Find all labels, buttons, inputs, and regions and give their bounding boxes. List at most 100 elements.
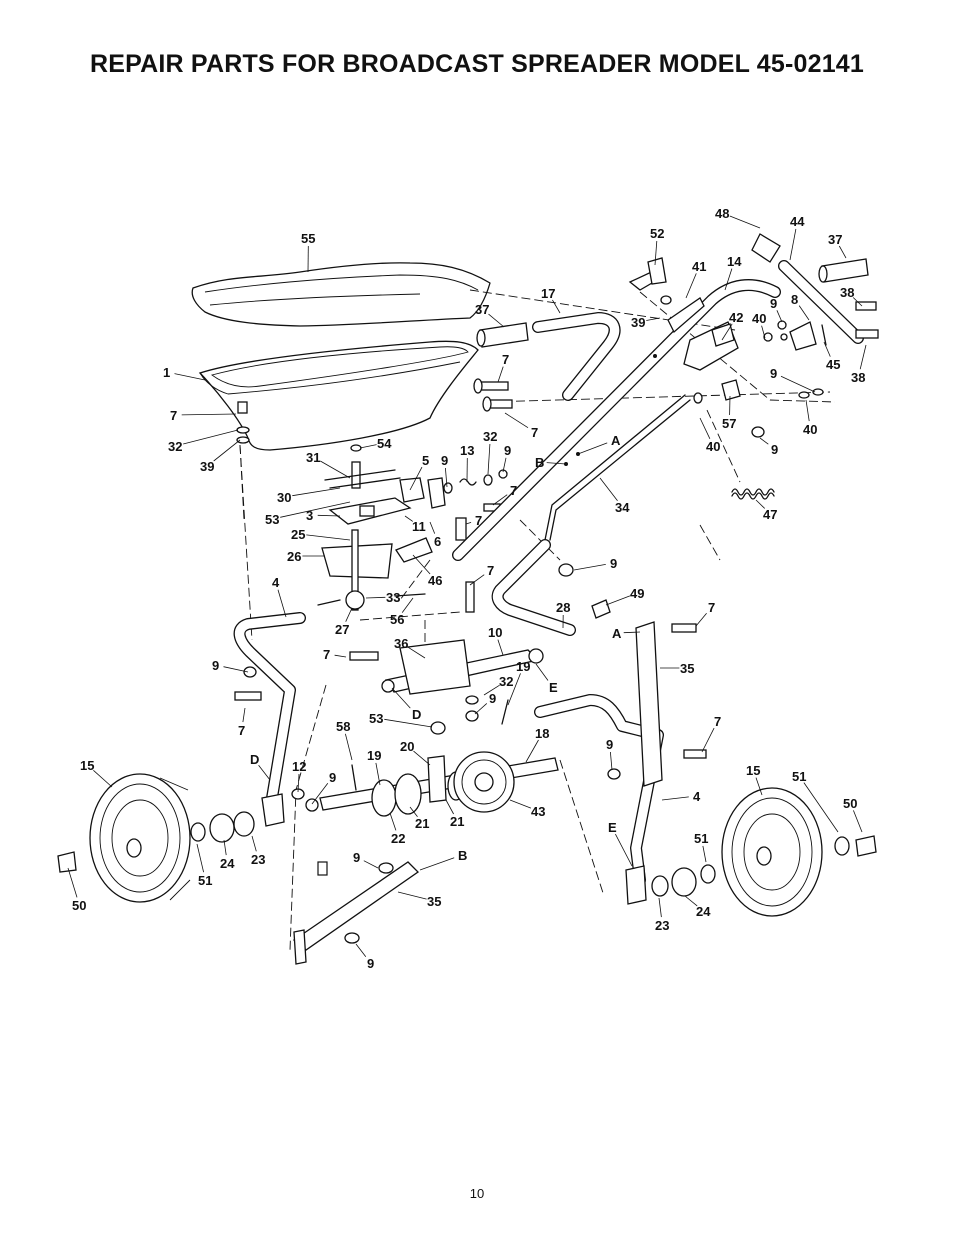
callout-37: 37 [475, 302, 505, 328]
callout-leader [465, 522, 472, 525]
callout-7: 7 [701, 714, 721, 753]
callout-label: 9 [489, 691, 496, 706]
callout-label: 3 [306, 508, 313, 523]
callout-label: 10 [488, 625, 502, 640]
callout-label: 9 [353, 850, 360, 865]
callout-6: 6 [429, 521, 441, 549]
callout-label: 13 [460, 443, 474, 458]
callout-40: 40 [699, 417, 720, 454]
callout-leader [389, 812, 397, 831]
callout-label: A [612, 626, 622, 641]
callout-label: 9 [771, 442, 778, 457]
callout-leader [776, 310, 783, 323]
callout-leader [853, 810, 863, 833]
callout-15: 15 [80, 758, 113, 788]
callout-label: 9 [770, 296, 777, 311]
callout-38: 38 [840, 285, 863, 307]
callout-leader [67, 867, 78, 898]
callout-label: 28 [556, 600, 570, 615]
callout-10: 10 [488, 625, 504, 656]
page-title: REPAIR PARTS FOR BROADCAST SPREADER MODE… [89, 50, 865, 78]
callout-label: 46 [428, 573, 442, 588]
handle-grips [476, 233, 869, 348]
callout-label: 4 [272, 575, 280, 590]
callout-leader [196, 843, 204, 873]
right-wheel [651, 787, 877, 917]
callout-leader [375, 762, 381, 786]
callout-17: 17 [541, 286, 561, 314]
callout-label: 24 [220, 856, 235, 871]
callout-label: 24 [696, 904, 711, 919]
callout-leader [623, 631, 641, 634]
box-glyph [317, 861, 328, 876]
callout-leader [577, 442, 608, 455]
callout-leader [695, 612, 707, 627]
callout-label: 7 [531, 425, 538, 440]
callout-leader [552, 299, 561, 314]
callout-leader [412, 554, 431, 575]
callout-leader [721, 323, 733, 341]
callout-leader [445, 799, 454, 815]
callout-leader [413, 750, 431, 766]
callout-label: 50 [72, 898, 86, 913]
callout-label: 41 [692, 259, 706, 274]
callout-label: 26 [287, 549, 301, 564]
callout-label: 7 [708, 600, 715, 615]
callout-label: 9 [212, 658, 219, 673]
axle-bracket [381, 639, 544, 735]
callout-24: 24 [220, 839, 235, 871]
callout-leader [702, 845, 707, 863]
callout-label: 39 [200, 459, 214, 474]
callout-B: B [535, 455, 567, 470]
callout-13: 13 [460, 443, 474, 483]
callout-label: 7 [238, 723, 245, 738]
callout-5: 5 [409, 453, 429, 491]
callout-label: 7 [170, 408, 177, 423]
callout-19: 19 [507, 659, 530, 706]
callout-32: 32 [483, 429, 497, 475]
callout-label: 32 [499, 674, 513, 689]
callout-label: 7 [487, 563, 494, 578]
callout-leader [355, 943, 367, 957]
callout-label: 38 [840, 285, 854, 300]
callout-leader [292, 487, 341, 497]
callout-9: 9 [502, 443, 511, 473]
callout-leader [407, 646, 426, 659]
callout-label: 11 [412, 519, 426, 534]
callout-label: 32 [168, 439, 182, 454]
callout-38: 38 [851, 344, 867, 385]
callout-label: 19 [516, 659, 530, 674]
callout-leader [93, 770, 113, 788]
callout-leader [610, 751, 613, 771]
callout-15: 15 [746, 763, 763, 796]
callout-label: 7 [510, 483, 517, 498]
callout-35: 35 [660, 661, 694, 676]
callout-label: 54 [377, 436, 392, 451]
callout-label: 20 [400, 739, 414, 754]
lower-strut [292, 861, 420, 965]
callout-label: 9 [610, 556, 617, 571]
callout-label: 56 [390, 612, 404, 627]
callout-54: 54 [359, 436, 392, 451]
callout-label: 1 [163, 365, 170, 380]
callout-leader [761, 325, 766, 339]
callout-leader [838, 245, 847, 259]
callout-leader [701, 727, 715, 753]
callout-leader [297, 773, 300, 793]
callout-label: 32 [483, 429, 497, 444]
callout-1: 1 [163, 365, 206, 381]
callout-50: 50 [843, 796, 863, 833]
callout-44: 44 [789, 214, 805, 261]
callout-leader [401, 597, 414, 613]
callout-leader [759, 437, 769, 445]
callout-24: 24 [684, 895, 711, 919]
callout-21: 21 [445, 799, 464, 829]
callout-leader [615, 833, 633, 867]
callout-label: 31 [306, 450, 320, 465]
callout-label: 40 [803, 422, 817, 437]
callout-A: A [612, 626, 641, 641]
callout-47: 47 [755, 499, 777, 522]
frame-bolts [234, 378, 707, 780]
callout-leader [474, 703, 488, 715]
